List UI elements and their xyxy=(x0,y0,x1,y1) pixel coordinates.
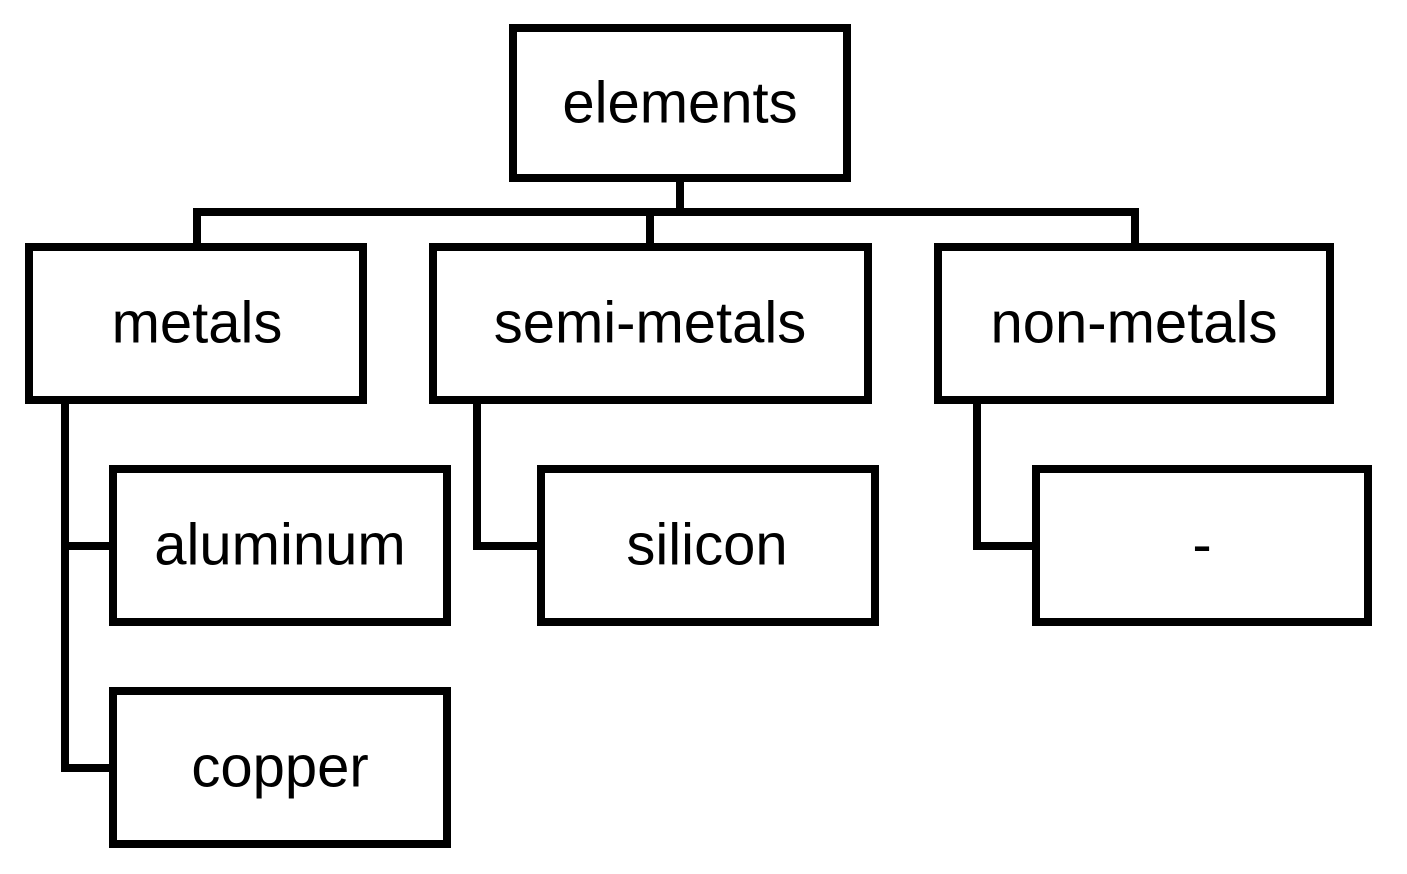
node-aluminum: aluminum xyxy=(109,465,451,626)
node-label-copper: copper xyxy=(191,735,368,800)
node-label-dash: - xyxy=(1192,513,1211,578)
node-label-semi-metals: semi-metals xyxy=(494,291,807,356)
node-label-aluminum: aluminum xyxy=(154,513,405,578)
node-box-dash xyxy=(1032,465,1372,626)
node-elements: elements xyxy=(509,24,851,182)
node-label-non-metals: non-metals xyxy=(991,291,1278,356)
connector-metals-spine xyxy=(61,396,117,772)
connector-lines xyxy=(61,174,1139,772)
connector-non-metals-dash xyxy=(973,396,1040,550)
node-label-metals: metals xyxy=(112,291,283,356)
node-box-non-metals xyxy=(934,243,1334,404)
node-semi-metals: semi-metals xyxy=(429,243,872,404)
node-box-aluminum xyxy=(109,465,451,626)
node-box-copper xyxy=(109,687,451,848)
node-box-semi-metals xyxy=(429,243,872,404)
node-silicon: silicon xyxy=(537,465,879,626)
node-non-metals: non-metals xyxy=(934,243,1334,404)
connector-semi-metals-silicon xyxy=(473,396,545,550)
node-dash: - xyxy=(1032,465,1372,626)
node-metals: metals xyxy=(25,243,367,404)
node-box-elements xyxy=(509,24,851,182)
node-box-metals xyxy=(25,243,367,404)
node-label-elements: elements xyxy=(562,71,797,136)
node-box-silicon xyxy=(537,465,879,626)
node-label-silicon: silicon xyxy=(626,513,787,578)
node-copper: copper xyxy=(109,687,451,848)
